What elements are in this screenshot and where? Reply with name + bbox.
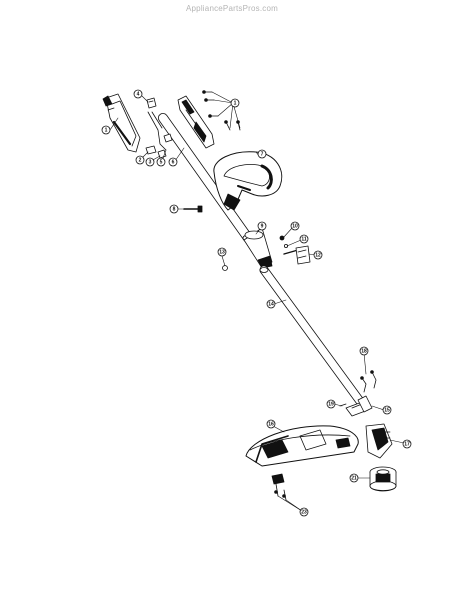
callout-4: 4: [137, 92, 140, 98]
handle-grip-part: [102, 93, 141, 153]
callout-12: 12: [315, 253, 321, 259]
callout-9: 9: [261, 224, 264, 230]
callout-11: 11: [301, 237, 307, 243]
callout-15: 15: [384, 408, 390, 414]
callout-18: 18: [361, 349, 367, 355]
callout-bubbles: [101, 89, 412, 517]
line-cutter-part: [271, 473, 287, 501]
watermark-text: AppliancePartsPros.com: [186, 4, 278, 13]
trimmer-guard-part: [245, 425, 359, 467]
callout-17: 17: [404, 442, 410, 448]
bolt-part: [183, 205, 203, 213]
trimmer-spool-part: [369, 466, 397, 492]
wire-harness-part: [147, 111, 167, 151]
motor-housing-part: [365, 423, 393, 459]
callout-10: 10: [292, 224, 298, 230]
shaft-coupler-part: [243, 227, 273, 269]
screws-set-2: [360, 370, 377, 393]
callout-7: 7: [261, 152, 264, 158]
leader-lines: [109, 91, 405, 512]
callout-19: 19: [328, 402, 334, 408]
callout-1: 1: [105, 128, 108, 134]
callout-8: 8: [173, 207, 176, 213]
callout-6: 6: [172, 160, 175, 166]
callout-21: 21: [351, 476, 357, 482]
switch-housing-part: [177, 95, 215, 149]
callout-3: 3: [149, 160, 152, 166]
trigger-part: [146, 97, 157, 109]
assist-handle-part: [213, 151, 283, 211]
callout-5: 5: [160, 160, 163, 166]
lower-shaft: [259, 265, 367, 409]
callout-13: 13: [219, 250, 225, 256]
callout-2: 2: [139, 158, 142, 164]
callout-23: 23: [301, 510, 307, 516]
clamp-part: [339, 395, 373, 417]
callout-16: 16: [268, 422, 274, 428]
callout-1b: 1: [234, 101, 237, 107]
knob-part: [283, 245, 311, 265]
callout-14: 14: [268, 302, 274, 308]
screws-set-1: [202, 90, 241, 131]
